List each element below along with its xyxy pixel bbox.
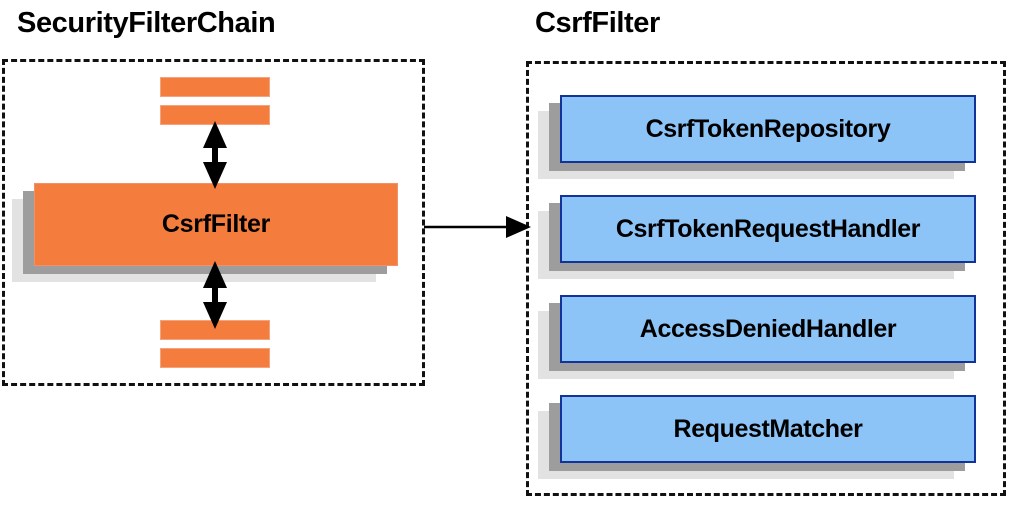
node-requestmatcher-label: RequestMatcher	[560, 395, 976, 463]
node-csrftokenrequesthandler[interactable]: CsrfTokenRequestHandler	[538, 195, 976, 279]
node-csrftokenrequesthandler-label: CsrfTokenRequestHandler	[560, 195, 976, 263]
filter-slat-below-2	[160, 348, 270, 368]
filter-slat-above-2	[160, 105, 270, 125]
node-csrffilter-label: CsrfFilter	[34, 183, 398, 266]
arrow-csrffilter-to-detail	[424, 216, 531, 238]
node-accessdeniedhandler[interactable]: AccessDeniedHandler	[538, 295, 976, 379]
node-csrftokenrepository[interactable]: CsrfTokenRepository	[538, 95, 976, 179]
filter-slat-below-1	[160, 320, 270, 340]
panel-title-csrffilter: CsrfFilter	[535, 7, 660, 39]
node-csrftokenrepository-label: CsrfTokenRepository	[560, 95, 976, 163]
node-requestmatcher[interactable]: RequestMatcher	[538, 395, 976, 479]
node-csrffilter[interactable]: CsrfFilter	[12, 183, 398, 282]
filter-slat-above-1	[160, 77, 270, 97]
panel-title-securityfilterchain: SecurityFilterChain	[17, 7, 276, 39]
securityfilterchain-container	[2, 59, 425, 386]
node-accessdeniedhandler-label: AccessDeniedHandler	[560, 295, 976, 363]
csrffilter-container	[526, 61, 1006, 496]
